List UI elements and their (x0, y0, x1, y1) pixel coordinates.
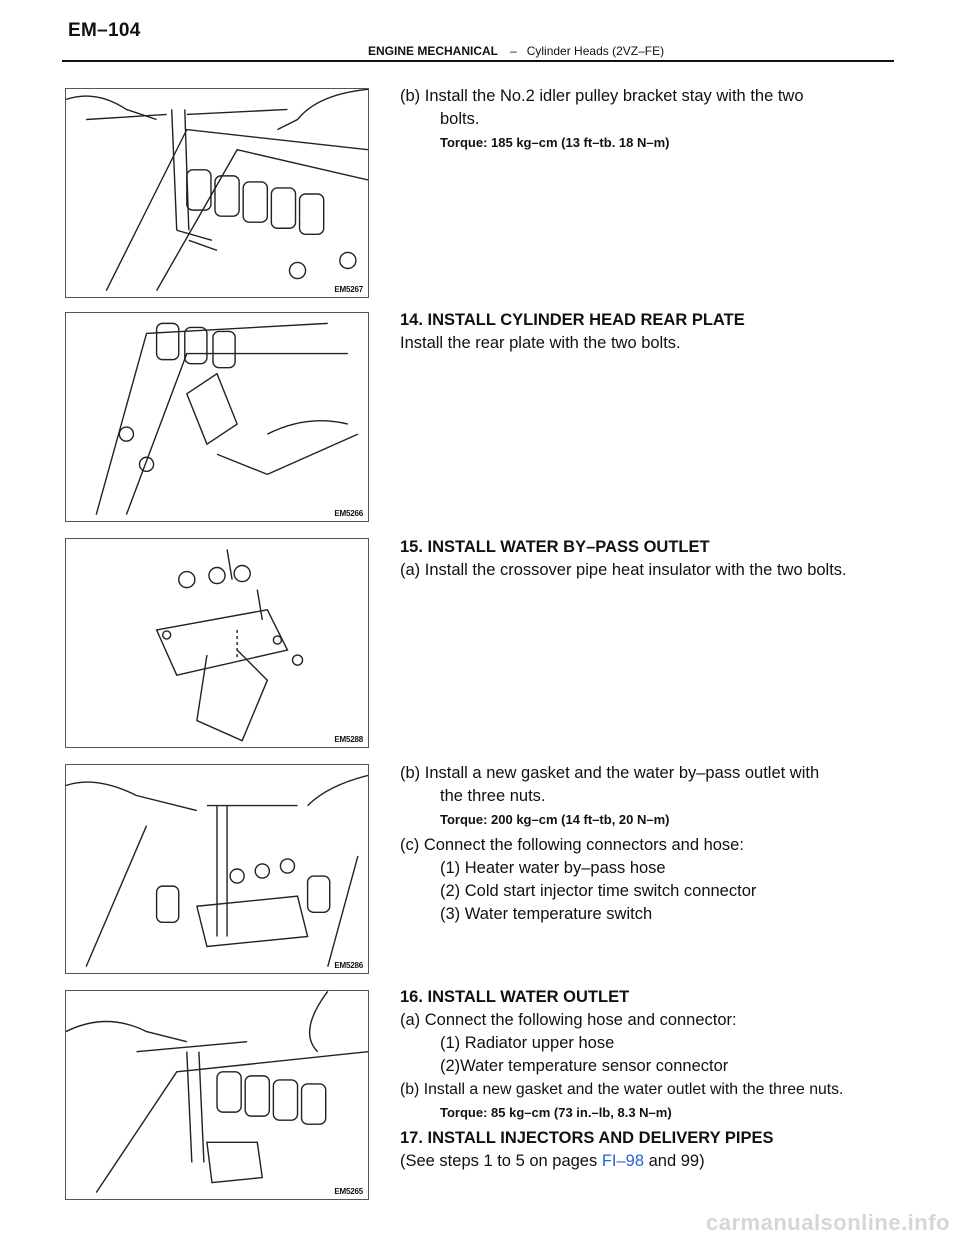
illustration-water-outlet: EM5265 (65, 990, 369, 1200)
instruction-line: (b) Install a new gasket and the water o… (400, 1081, 844, 1098)
list-item: (2) Cold start injector time switch conn… (440, 882, 757, 900)
instruction-line: the three nuts. (440, 787, 546, 805)
illustration-idler-bracket: EM5267 (65, 88, 369, 298)
figure-code: EM5288 (333, 735, 364, 744)
step-heading: 17. INSTALL INJECTORS AND DELIVERY PIPES (400, 1129, 774, 1147)
section-title: ENGINE MECHANICAL (368, 44, 499, 58)
instruction-line: (b) Install the No.2 idler pulley bracke… (400, 87, 804, 105)
illustration-water-bypass-outlet: EM5288 (65, 538, 369, 748)
page-link-fi98[interactable]: FI–98 (601, 1152, 645, 1170)
step-13b-text: (b) Install the No.2 idler pulley bracke… (400, 85, 880, 157)
figure-code: EM5265 (333, 1187, 364, 1196)
step-14-text: 14. INSTALL CYLINDER HEAD REAR PLATE Ins… (400, 309, 880, 355)
step-heading: 14. INSTALL CYLINDER HEAD REAR PLATE (400, 311, 745, 329)
torque-spec: Torque: 200 kg–cm (14 ft–tb, 20 N–m) (440, 812, 670, 827)
step-15-text: 15. INSTALL WATER BY–PASS OUTLET (a) Ins… (400, 536, 880, 582)
running-header: ENGINE MECHANICAL–Cylinder Heads (2VZ–FE… (368, 44, 664, 58)
reference-text: and 99) (644, 1152, 705, 1170)
torque-spec: Torque: 185 kg–cm (13 ft–tb. 18 N–m) (440, 135, 670, 150)
list-item: (1) Radiator upper hose (440, 1034, 615, 1052)
instruction-line: Install the rear plate with the two bolt… (400, 334, 681, 352)
page-number: EM–104 (68, 20, 141, 41)
watermark: carmanualsonline.info (706, 1210, 950, 1235)
torque-spec: Torque: 85 kg–cm (73 in.–lb, 8.3 N–m) (440, 1105, 672, 1120)
step-heading: 15. INSTALL WATER BY–PASS OUTLET (400, 538, 710, 556)
illustration-bypass-outlet-nuts: EM5286 (65, 764, 369, 974)
page-reference: (See steps 1 to 5 on pages FI–98 and 99) (400, 1150, 880, 1173)
header-rule (62, 60, 894, 62)
list-item: (2)Water temperature sensor connector (440, 1057, 729, 1075)
instruction-line: bolts. (440, 110, 480, 128)
instruction-line: (b) Install a new gasket and the water b… (400, 764, 820, 782)
list-item: (3) Water temperature switch (440, 905, 653, 923)
header-separator: – (510, 44, 517, 58)
instruction-line: (c) Connect the following connectors and… (400, 836, 744, 854)
subsection-title: Cylinder Heads (2VZ–FE) (526, 44, 665, 58)
figure-code: EM5267 (333, 285, 364, 294)
list-item: (1) Heater water by–pass hose (440, 859, 666, 877)
instruction-line: (a) Install the crossover pipe heat insu… (400, 561, 847, 579)
illustration-rear-plate: EM5266 (65, 312, 369, 522)
step-15bc-text: (b) Install a new gasket and the water b… (400, 762, 880, 926)
reference-text: (See steps 1 to 5 on pages (400, 1152, 602, 1170)
figure-code: EM5266 (333, 509, 364, 518)
step-heading: 16. INSTALL WATER OUTLET (400, 988, 630, 1006)
figure-code: EM5286 (333, 961, 364, 970)
instruction-line: (a) Connect the following hose and conne… (400, 1011, 737, 1029)
step-16-17-text: 16. INSTALL WATER OUTLET (a) Connect the… (400, 986, 880, 1173)
